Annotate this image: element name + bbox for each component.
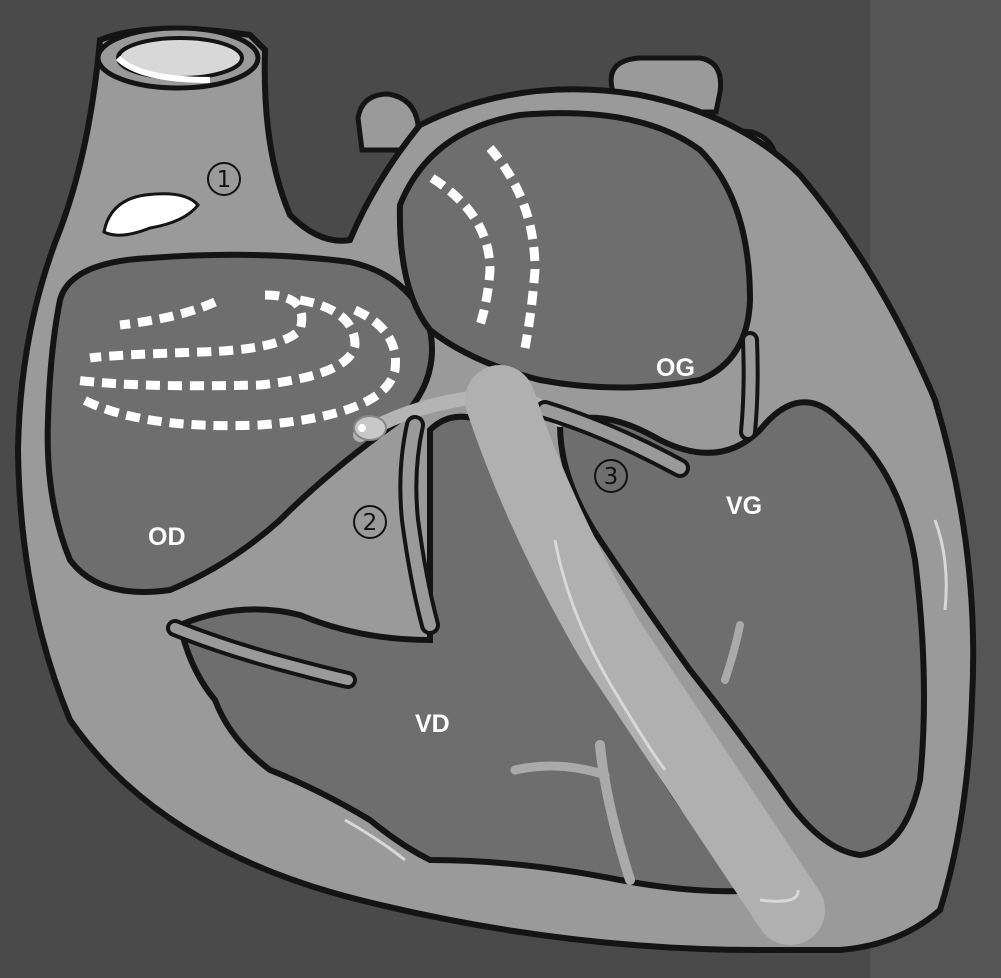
mitral-leaflet	[748, 340, 751, 432]
label-left-atrium: OG	[656, 354, 695, 382]
label-right-ventricle: VD	[415, 710, 450, 738]
av-node-dot	[358, 424, 366, 432]
left-atrium	[400, 113, 750, 387]
marker-2-number: 2	[363, 510, 378, 536]
marker-3-number: 3	[604, 464, 619, 490]
marker-1-number: 1	[217, 167, 232, 193]
label-right-atrium: OD	[148, 523, 186, 551]
label-left-ventricle: VG	[726, 492, 762, 520]
